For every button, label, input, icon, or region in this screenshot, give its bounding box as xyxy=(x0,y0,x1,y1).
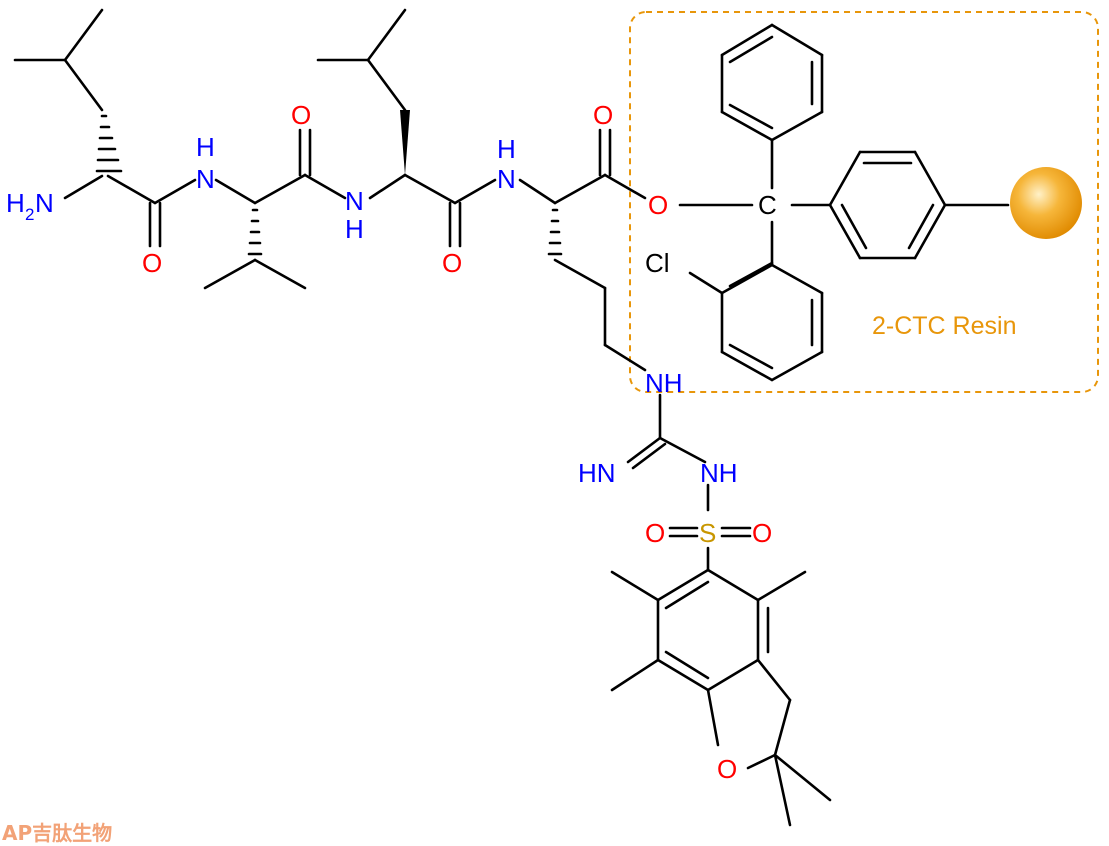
amide-1-h-label: H xyxy=(196,132,215,162)
resin-bead xyxy=(1010,167,1082,239)
amide-2-h-label: H xyxy=(345,214,364,244)
amide-2-n-label: N xyxy=(345,186,364,216)
carbonyl-1-o-label: O xyxy=(142,248,162,278)
atom-labels: H 2 N H N N H H N O O O O O C Cl NH HN N… xyxy=(6,100,777,784)
chloro-label: Cl xyxy=(645,248,670,278)
amide-3-h-label: H xyxy=(497,134,516,164)
bold-wedge-bond xyxy=(400,110,410,175)
ester-o-label: O xyxy=(648,190,668,220)
guanidine-hn-label: HN xyxy=(578,458,616,488)
amide-1-n-label: N xyxy=(196,164,215,194)
residue-3-leucine xyxy=(316,8,497,248)
hashed-wedge-bond xyxy=(547,208,563,256)
hashed-wedge-bond xyxy=(95,114,123,173)
residue-2-valine xyxy=(203,128,347,290)
ring-o-label: O xyxy=(717,754,737,784)
amine-h-label: H xyxy=(6,188,25,218)
sulfonyl-o-left-label: O xyxy=(645,518,665,548)
residue-4-arginine xyxy=(518,128,832,827)
watermark-logo: AP吉肽生物 xyxy=(2,821,112,845)
carbonyl-4-o-label: O xyxy=(593,100,613,130)
residue-1-leucine xyxy=(13,8,197,248)
carbonyl-3-o-label: O xyxy=(442,248,462,278)
amine-h-subscript: 2 xyxy=(25,205,34,224)
sulfonyl-o-right-label: O xyxy=(752,518,772,548)
resin-label: 2-CTC Resin xyxy=(872,312,1016,340)
pbf-ring xyxy=(610,568,832,827)
resin-region-box xyxy=(629,11,1099,393)
amide-3-n-label: N xyxy=(497,164,516,194)
sulfonamide-nh-label: NH xyxy=(700,458,738,488)
trityl-linker xyxy=(678,23,1010,382)
carbonyl-2-o-label: O xyxy=(291,100,311,130)
trityl-c-label: C xyxy=(758,190,777,220)
sulfur-label: S xyxy=(699,518,716,548)
amine-n-label: N xyxy=(35,188,54,218)
guanidine-nh-label: NH xyxy=(645,368,683,398)
hashed-wedge-bond xyxy=(247,208,263,256)
